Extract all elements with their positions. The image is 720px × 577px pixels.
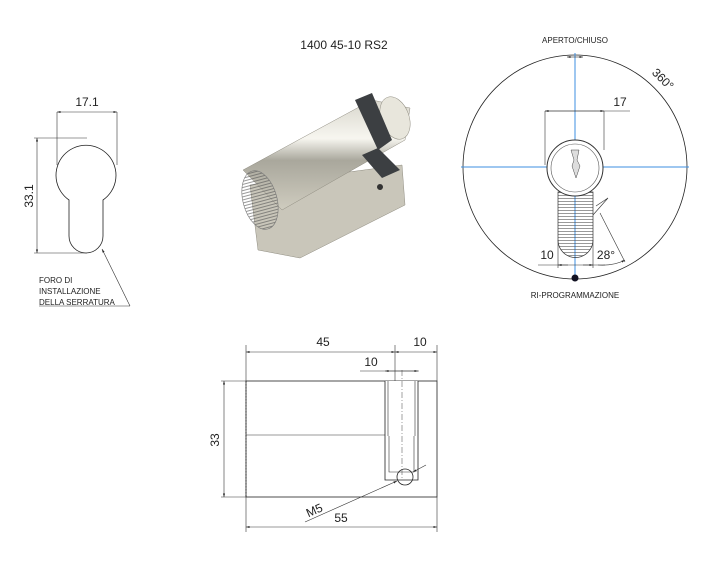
note-line-2: INSTALLAZIONE: [39, 287, 101, 296]
cylinder-render: [241, 93, 411, 259]
side-view: 45 10 10 33 55 M5: [208, 335, 438, 532]
product-title: 1400 45-10 RS2: [300, 38, 388, 52]
open-closed-label: APERTO/CHIUSO: [542, 36, 608, 45]
height-33-dim: 33: [208, 433, 222, 447]
cam-angle-dim: 28°: [597, 248, 615, 262]
cam-width-dim: 10: [540, 248, 554, 262]
length-10-dim: 10: [413, 335, 427, 349]
m5-leader-line: [304, 480, 398, 523]
cam-slot-width-dim: 10: [364, 355, 378, 369]
reprogramming-position-dot: [571, 274, 579, 282]
total-length-dim: 55: [334, 511, 348, 525]
note-line-1: FORO DI: [39, 276, 72, 285]
note-leader-line: [101, 248, 131, 307]
screw-hole: [396, 468, 414, 486]
keyhole-profile: 17.1 33.1 FORO DI INSTALLAZIONE DELLA SE…: [22, 95, 131, 307]
reprogramming-label: RI-PROGRAMMAZIONE: [531, 291, 619, 300]
rotation-width-dim: 17: [613, 95, 627, 109]
screw-thread-label: M5: [304, 500, 325, 520]
length-45-dim: 45: [316, 335, 330, 349]
rotation-view: APERTO/CHIUSO 360° 17 10 28° RI-PROGRAMM…: [461, 36, 689, 300]
keyhole-height-dim: 33.1: [22, 184, 36, 208]
cam-shape: [557, 191, 594, 258]
cam-slot: [384, 381, 419, 481]
keyhole-width-dim: 17.1: [75, 95, 99, 109]
keyway-icon: [570, 149, 581, 179]
note-line-3: DELLA SERRATURA: [39, 298, 116, 307]
keyhole-outline: [55, 144, 117, 254]
rotation-angle-label: 360°: [649, 65, 677, 93]
